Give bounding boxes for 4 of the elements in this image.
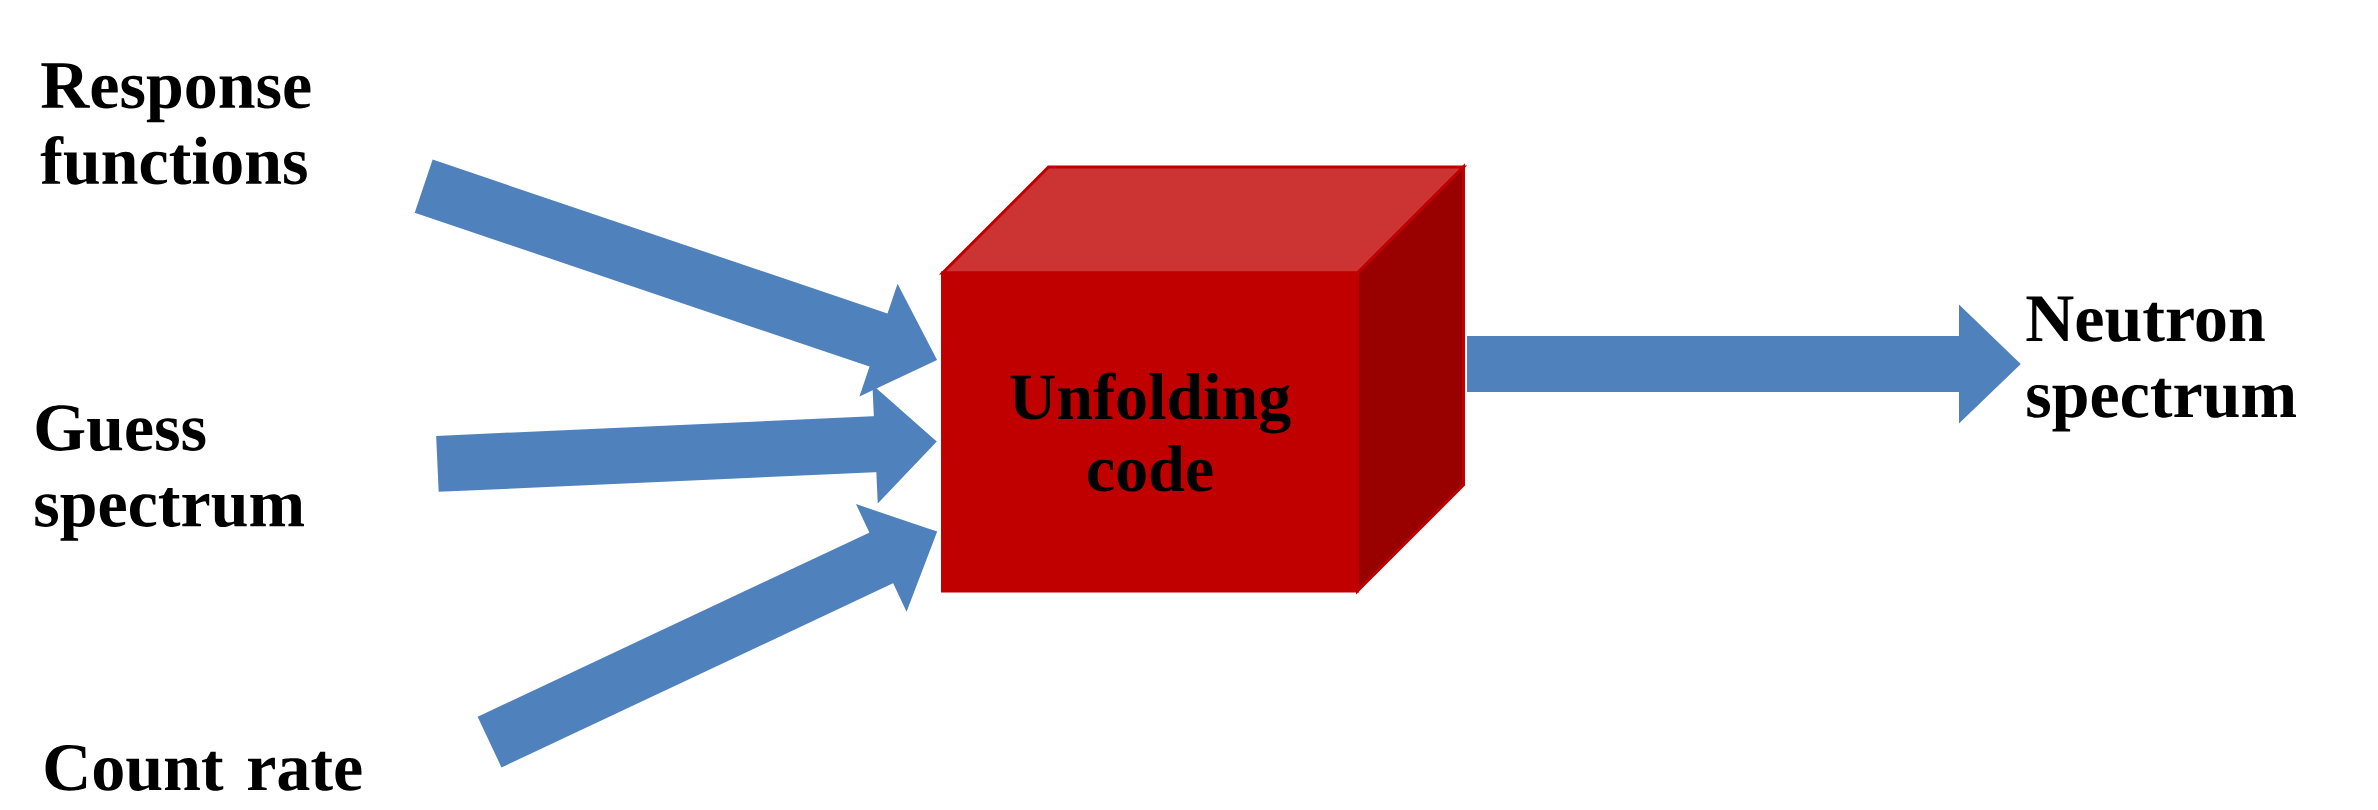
- input-label: Neutron spectrum: [2026, 296, 2296, 432]
- input-label: Guess spectrum: [35, 405, 304, 541]
- input-label: Count rate: [45, 745, 362, 791]
- input-label: Response functions: [40, 63, 311, 185]
